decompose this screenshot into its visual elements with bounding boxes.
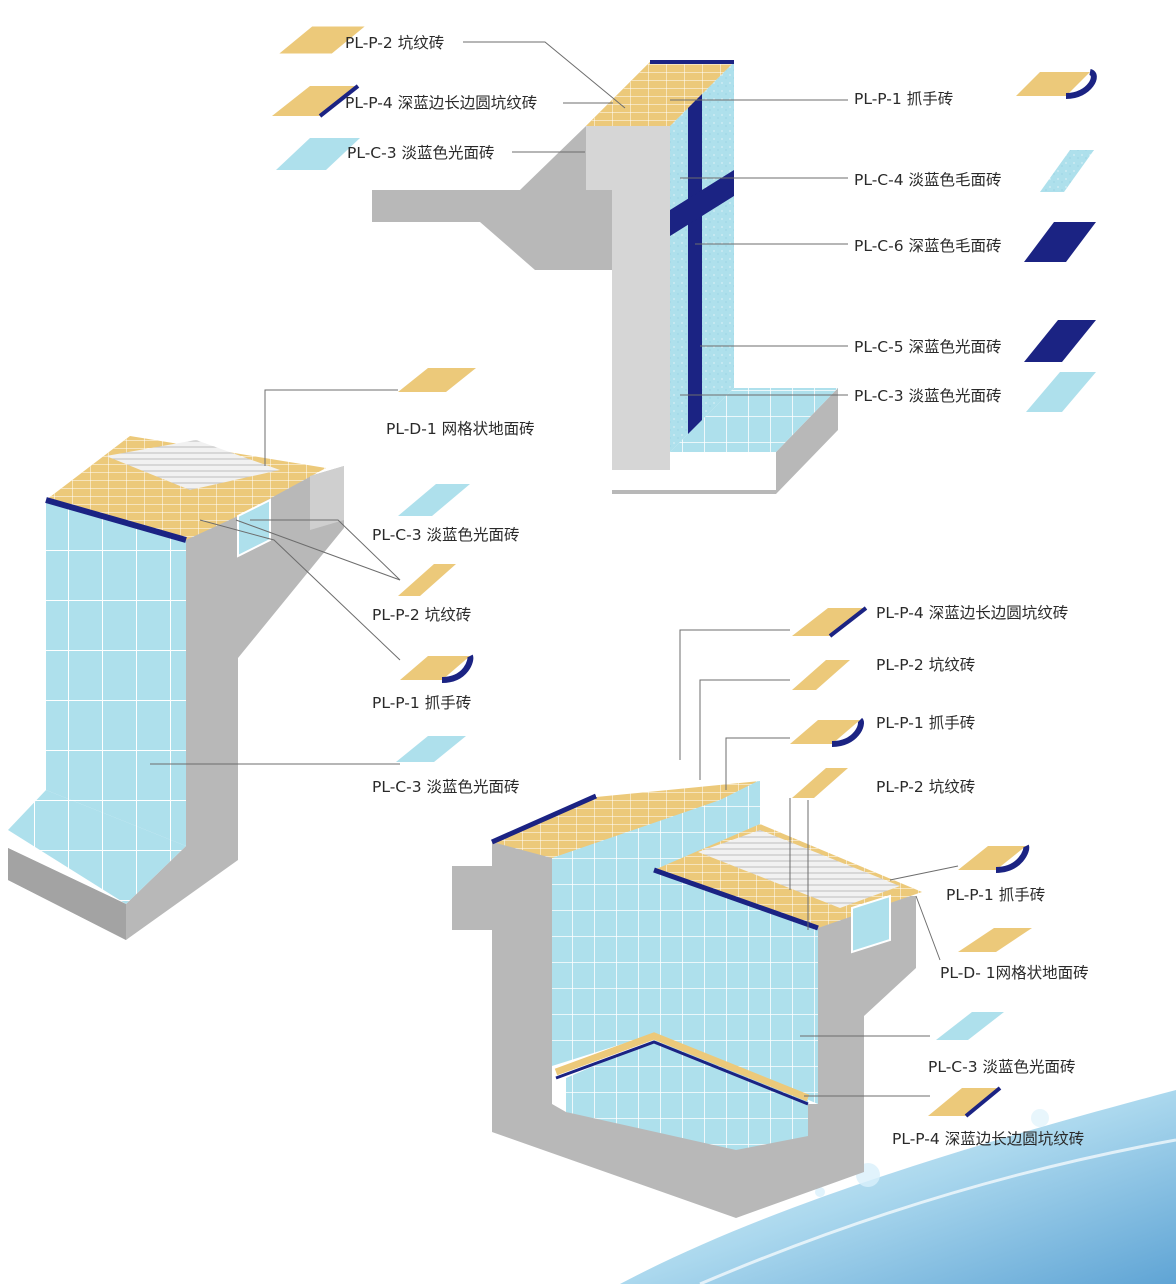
swatch-pl-c-3-left2 [396, 736, 466, 762]
left-overflow-gutter-section [8, 436, 344, 940]
swatch-b-pl-c-3 [936, 1012, 1004, 1040]
label-bottom-8: PL-P-4 深蓝边长边圆坑纹砖 [892, 1130, 1084, 1148]
label-bottom-3: PL-P-1 抓手砖 [876, 714, 975, 732]
label-bottom-6: PL-D- 1网格状地面砖 [940, 964, 1089, 982]
top-labels: PL-P-2 坑纹砖 PL-P-4 深蓝边长边圆坑纹砖 PL-C-3 淡蓝色光面… [345, 34, 1002, 405]
bottom-pool-section [452, 779, 922, 1218]
label-left-3: PL-P-2 坑纹砖 [372, 606, 471, 624]
label-bottom-4: PL-P-2 坑纹砖 [876, 778, 975, 796]
swatch-pl-p-1 [1016, 72, 1090, 96]
swatch-b-pl-p-4 [792, 608, 866, 636]
swatch-pl-c-6 [1024, 222, 1096, 262]
bottom-swatches [790, 606, 1032, 1118]
swatch-pl-p-2-left [398, 564, 456, 596]
label-bottom-5: PL-P-1 抓手砖 [946, 886, 1045, 904]
swatch-b-pl-p-1b [958, 846, 1026, 870]
label-top-4: PL-P-1 抓手砖 [854, 90, 953, 108]
swatch-b-pl-p-2b [792, 768, 848, 798]
swatch-pl-p-4 [272, 86, 358, 116]
left-swatches [396, 368, 476, 762]
top-pool-wall-section [372, 60, 838, 494]
swatch-pl-d-1 [398, 368, 476, 392]
label-left-5: PL-C-3 淡蓝色光面砖 [372, 778, 520, 796]
swatch-b-pl-p-1 [790, 720, 860, 744]
swatch-b-pl-p-4b [928, 1088, 1000, 1116]
label-left-2: PL-C-3 淡蓝色光面砖 [372, 526, 520, 544]
swatch-pl-c-3b [1026, 372, 1096, 412]
label-left-4: PL-P-1 抓手砖 [372, 694, 471, 712]
label-top-2: PL-P-4 深蓝边长边圆坑纹砖 [345, 94, 537, 112]
bottom-leader-lines [679, 629, 959, 1097]
swatch-pl-c-3-left [398, 484, 470, 516]
top-leader-lines [463, 41, 848, 396]
swatch-pl-c-5 [1024, 320, 1096, 362]
bottom-labels: PL-P-4 深蓝边长边圆坑纹砖 PL-P-2 坑纹砖 PL-P-1 抓手砖 P… [876, 604, 1089, 1148]
label-bottom-2: PL-P-2 坑纹砖 [876, 656, 975, 674]
left-labels: PL-D-1 网格状地面砖 PL-C-3 淡蓝色光面砖 PL-P-2 坑纹砖 P… [372, 420, 535, 796]
swatch-pl-p-1-left [400, 656, 470, 680]
label-top-1: PL-P-2 坑纹砖 [345, 34, 444, 52]
swatch-b-pl-p-2 [792, 660, 850, 690]
label-top-3: PL-C-3 淡蓝色光面砖 [347, 144, 495, 162]
label-bottom-7: PL-C-3 淡蓝色光面砖 [928, 1058, 1076, 1076]
water-swirl-decoration [620, 1090, 1176, 1284]
label-top-5: PL-C-4 淡蓝色毛面砖 [854, 171, 1002, 189]
swatch-pl-c-3 [276, 138, 360, 170]
label-top-6: PL-C-6 深蓝色毛面砖 [854, 237, 1002, 255]
swatch-pl-c-4 [1040, 150, 1094, 192]
label-bottom-1: PL-P-4 深蓝边长边圆坑纹砖 [876, 604, 1068, 622]
left-leader-lines [150, 389, 401, 765]
top-swatches [272, 25, 1097, 412]
label-top-8: PL-C-3 淡蓝色光面砖 [854, 387, 1002, 405]
swatch-pl-p-2 [276, 25, 368, 55]
swatch-b-pl-d-1 [958, 928, 1032, 952]
label-top-7: PL-C-5 深蓝色光面砖 [854, 338, 1002, 356]
label-left-1: PL-D-1 网格状地面砖 [386, 420, 535, 438]
